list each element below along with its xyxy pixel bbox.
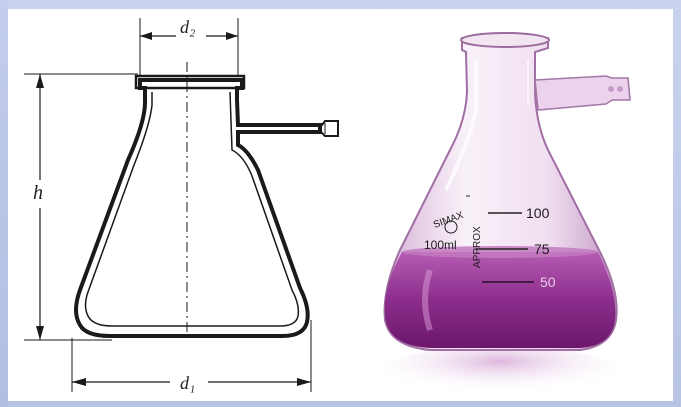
left-border (0, 0, 8, 407)
brand-logo-icon (444, 220, 458, 234)
graduation-100-label: 100 (526, 205, 550, 221)
graduation-50-label: 50 (540, 274, 556, 290)
side-arm (534, 75, 631, 111)
graduation-75-label: 75 (534, 241, 550, 257)
flask-photo (382, 32, 631, 398)
height-label: h (33, 182, 43, 204)
liquid (384, 252, 616, 348)
volume-label: 100ml (424, 238, 457, 252)
flask-outline (74, 78, 322, 338)
flask-reflection (382, 346, 618, 398)
approx-label: APPROX (472, 226, 483, 268)
technical-drawing (24, 18, 339, 392)
bottom-diameter-label: d₁ (180, 373, 195, 393)
top-diameter-label: d₂ (180, 17, 195, 37)
flask-rim (460, 32, 550, 48)
